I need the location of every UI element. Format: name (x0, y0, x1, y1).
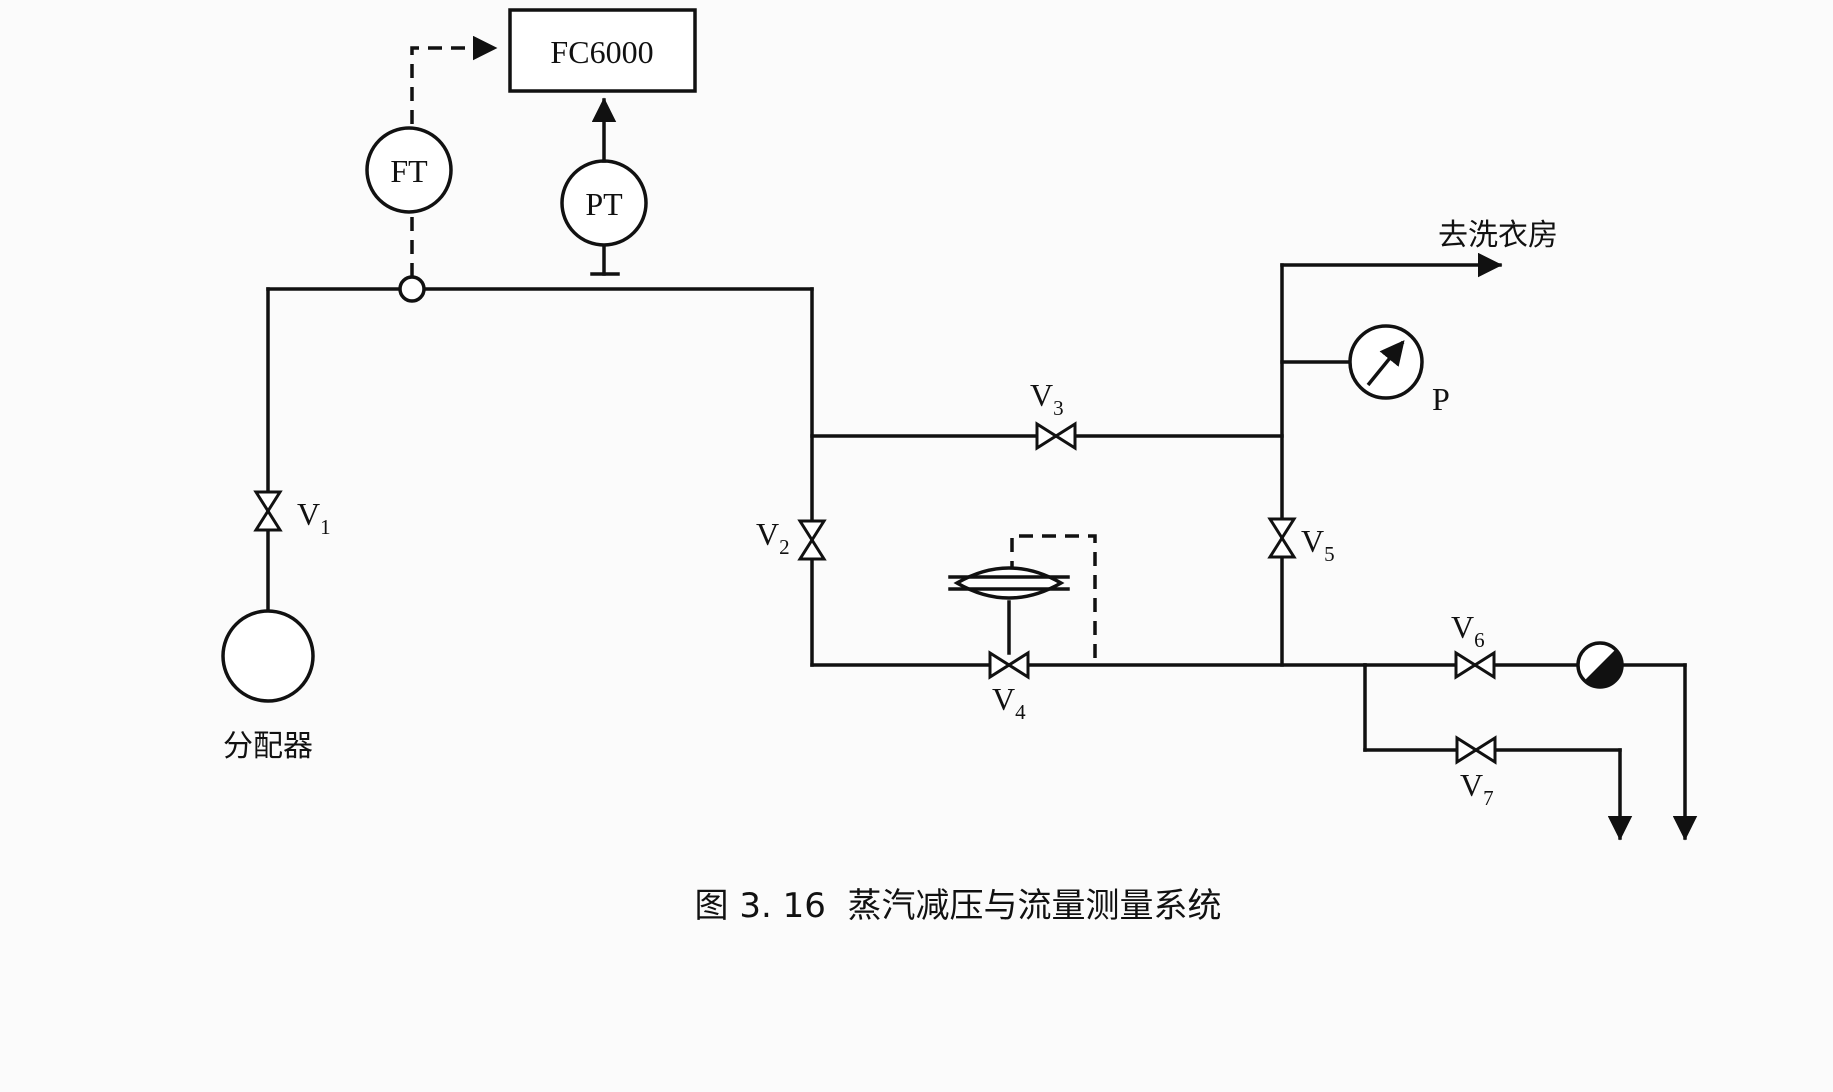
valve-v7-label: V7 (1460, 767, 1494, 810)
pressure-transmitter-label: PT (585, 186, 623, 222)
valve-v3-label: V3 (1030, 377, 1064, 420)
pressure-gauge (1348, 324, 1424, 400)
to-laundry-label: 去洗衣房 (1438, 218, 1558, 253)
controller-box (508, 8, 697, 93)
flow-transmitter-circle (365, 126, 453, 214)
flow-element (398, 275, 426, 303)
valve-v1-label: V1 (297, 496, 331, 539)
valve-v4-label: V4 (992, 681, 1026, 724)
valve-v5-label: V5 (1301, 523, 1335, 566)
valve-v6-label: V6 (1451, 609, 1485, 652)
valve-v1[interactable] (253, 490, 283, 532)
figure-caption: 图 3. 16 蒸汽减压与流量测量系统 (695, 886, 1222, 926)
signal-lines (410, 35, 1097, 665)
steam-trap (1576, 641, 1624, 689)
pressure-gauge-label: P (1432, 381, 1450, 417)
distributor-vessel (221, 609, 315, 703)
valve-v5[interactable] (1267, 517, 1297, 559)
valve-v6[interactable] (1454, 650, 1496, 680)
valve-v2-label: V2 (756, 516, 790, 559)
valve-v7[interactable] (1455, 735, 1497, 765)
controller-label: FC6000 (550, 34, 653, 70)
valve-v2[interactable] (797, 519, 827, 561)
regulator-impulse-line (1010, 534, 1097, 665)
distributor-label: 分配器 (223, 729, 313, 764)
flow-transmitter-label: FT (390, 153, 428, 189)
valve-v3[interactable] (1035, 421, 1077, 451)
reducing-valve-actuator (948, 566, 1070, 655)
valve-v4[interactable] (988, 650, 1030, 680)
ft-signal-to-controller (410, 35, 498, 124)
